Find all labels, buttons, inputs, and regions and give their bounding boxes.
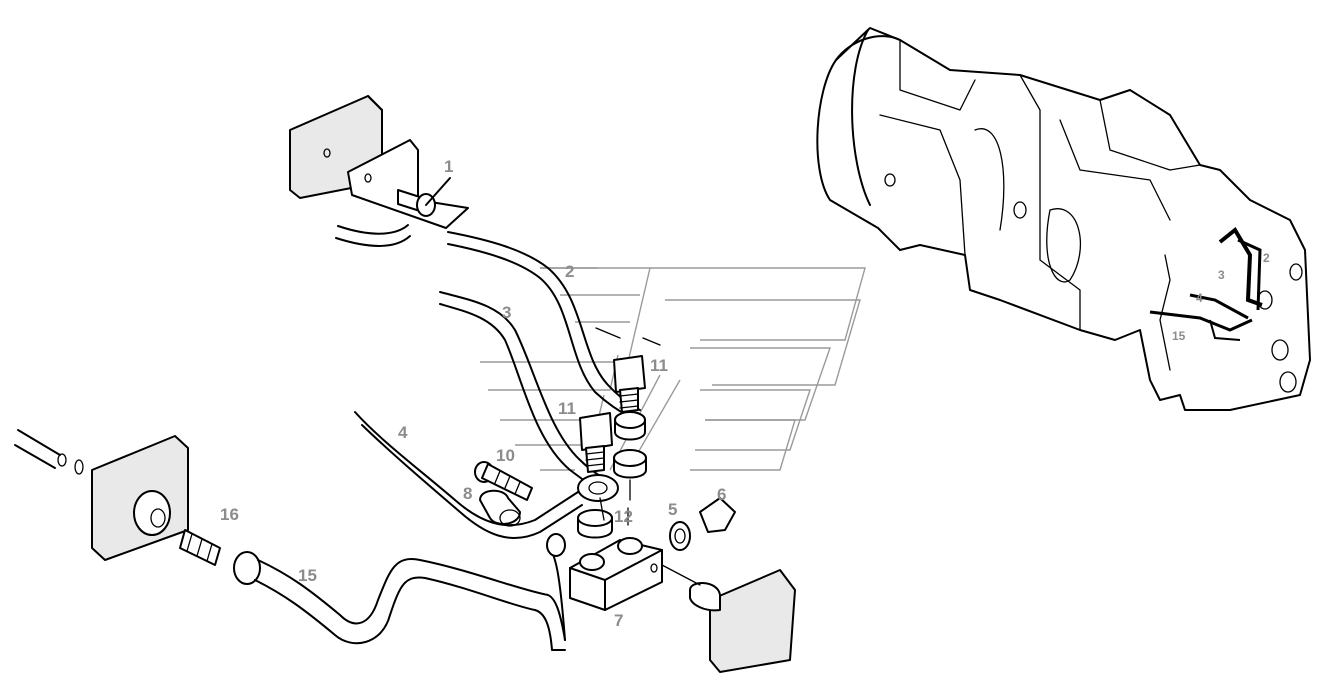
adapter-part-16 [179,529,221,566]
label-11-lower: 11 [558,399,576,418]
washer-middle [613,449,647,479]
plug-part-6 [699,497,736,533]
leader-lines [595,327,701,586]
left-mount-block [91,435,189,561]
inset-label-2: 2 [1263,251,1270,265]
label-16: 16 [220,505,239,524]
banjo-fitting [577,474,619,502]
washer-part-5 [669,521,691,551]
inset-label-4: 4 [1196,291,1203,305]
label-3: 3 [502,303,511,322]
inset-label-15: 15 [1172,329,1186,343]
part-labels: 1 2 3 4 5 6 7 8 10 11 11 12 15 16 [220,157,726,630]
pipe-part-4 [354,411,583,540]
pipe-part-15 [233,533,566,651]
label-12: 12 [614,507,633,526]
label-4: 4 [398,423,408,442]
bracket-part-1 [347,139,469,229]
watermark-logo [480,267,866,471]
pipe-part-3 [439,291,601,487]
washer-upper [614,411,646,441]
label-8: 8 [463,484,472,503]
bolt-11-upper [613,355,646,413]
block-part-7 [569,537,663,611]
label-2: 2 [565,262,574,281]
bolt-11-lower [579,412,613,473]
left-hose [14,429,84,475]
gearbox-housing [816,27,1311,411]
inset-labels: 2 3 4 15 [1172,251,1270,343]
label-10: 10 [496,446,515,465]
fitting-part-8 [479,489,521,527]
lower-mount-block [689,569,796,673]
label-6: 6 [717,485,726,504]
inset-label-3: 3 [1218,268,1225,282]
label-11-upper: 11 [650,356,668,375]
label-5: 5 [668,500,677,519]
bolt-part-10 [474,461,533,501]
washer-12 [577,509,613,539]
inset-pipes [1149,227,1263,341]
label-1: 1 [444,157,453,176]
label-7: 7 [614,611,623,630]
label-15: 15 [298,566,317,585]
